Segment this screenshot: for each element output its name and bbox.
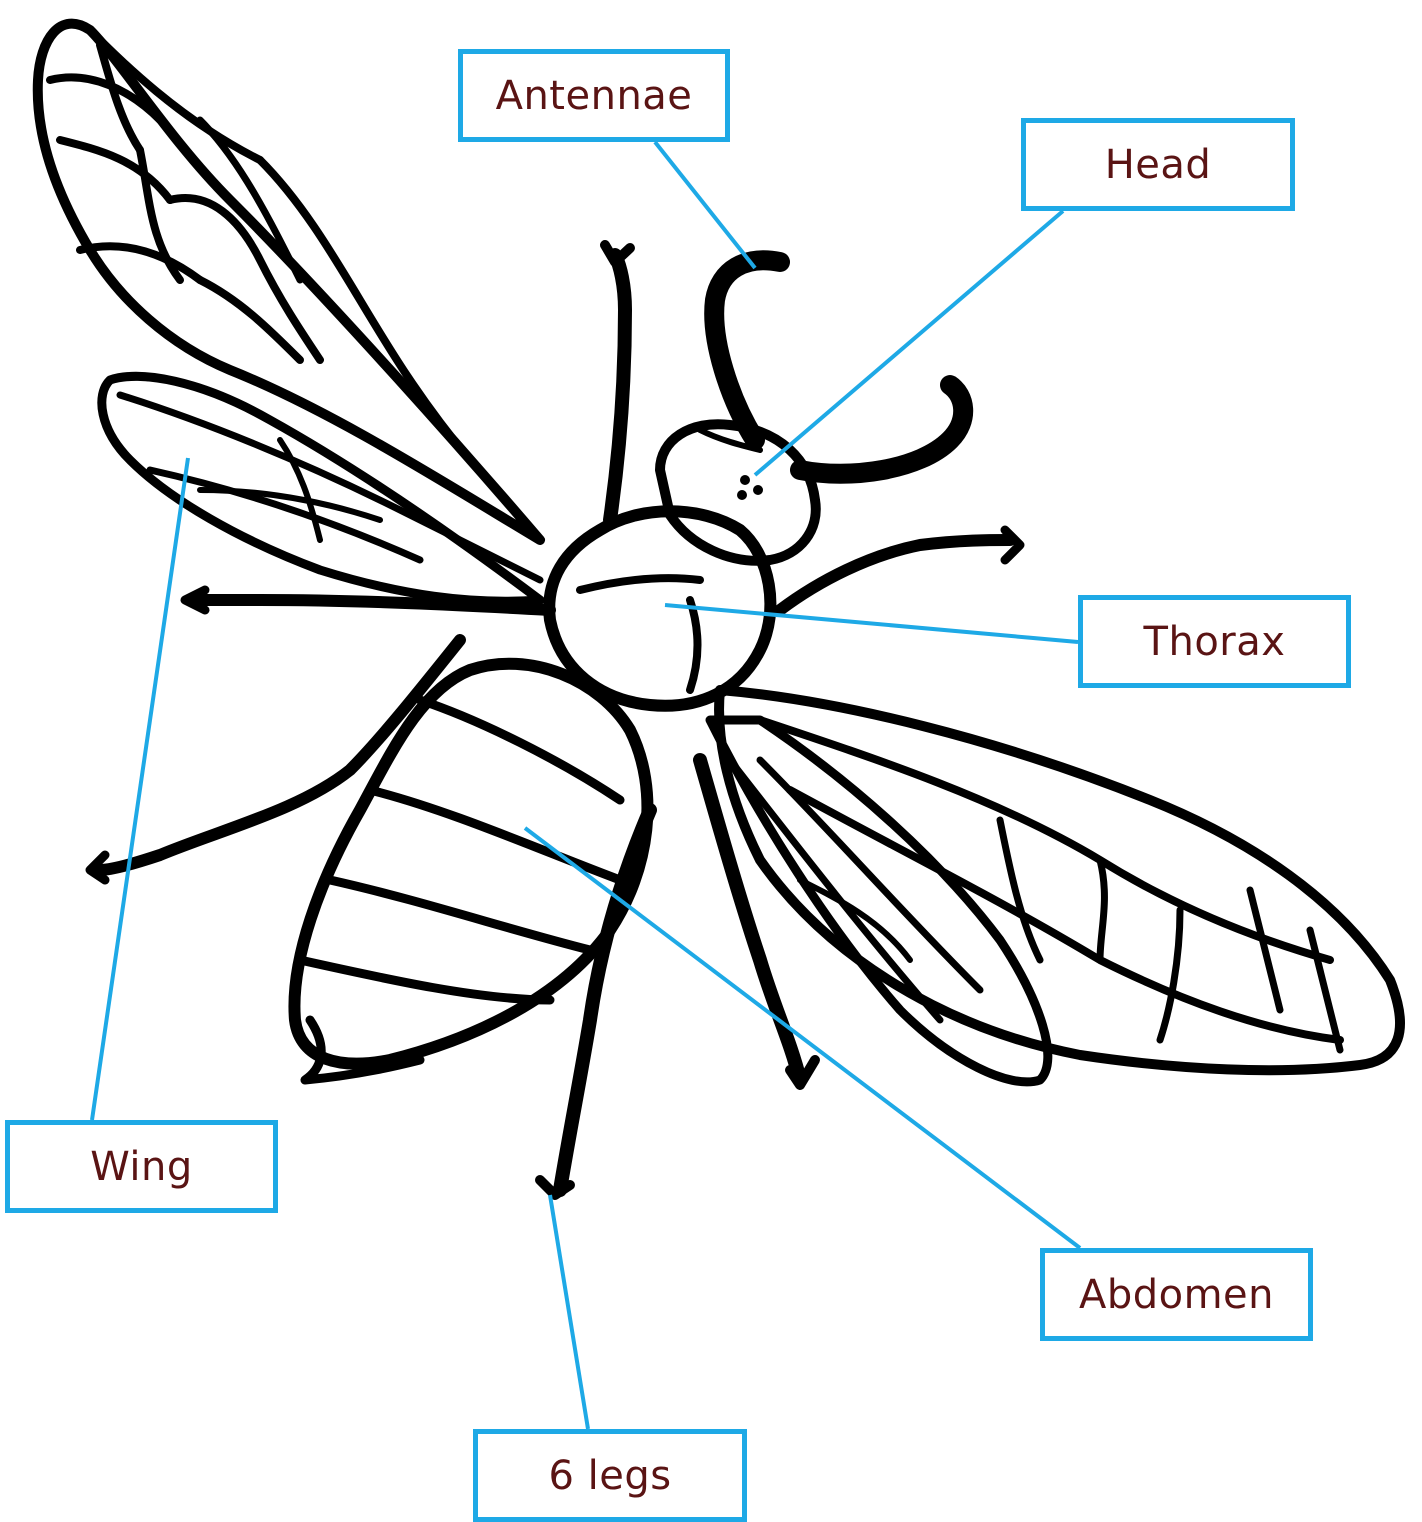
label-thorax: Thorax [1078,595,1351,688]
thorax-drawing [549,511,770,706]
label-abdomen: Abdomen [1040,1248,1313,1341]
leader-line-thorax [665,605,1078,642]
leader-line-head [755,211,1063,475]
leader-lines [92,142,1080,1429]
leader-line-wing [92,458,188,1120]
label-legs: 6 legs [473,1429,747,1522]
label-head: Head [1021,118,1295,211]
leader-line-legs [550,1195,588,1429]
antennae-drawing [714,260,963,473]
label-wing: Wing [5,1120,278,1213]
label-antennae: Antennae [458,49,730,142]
leader-line-abdomen [525,828,1080,1248]
leader-line-antennae [655,142,755,268]
